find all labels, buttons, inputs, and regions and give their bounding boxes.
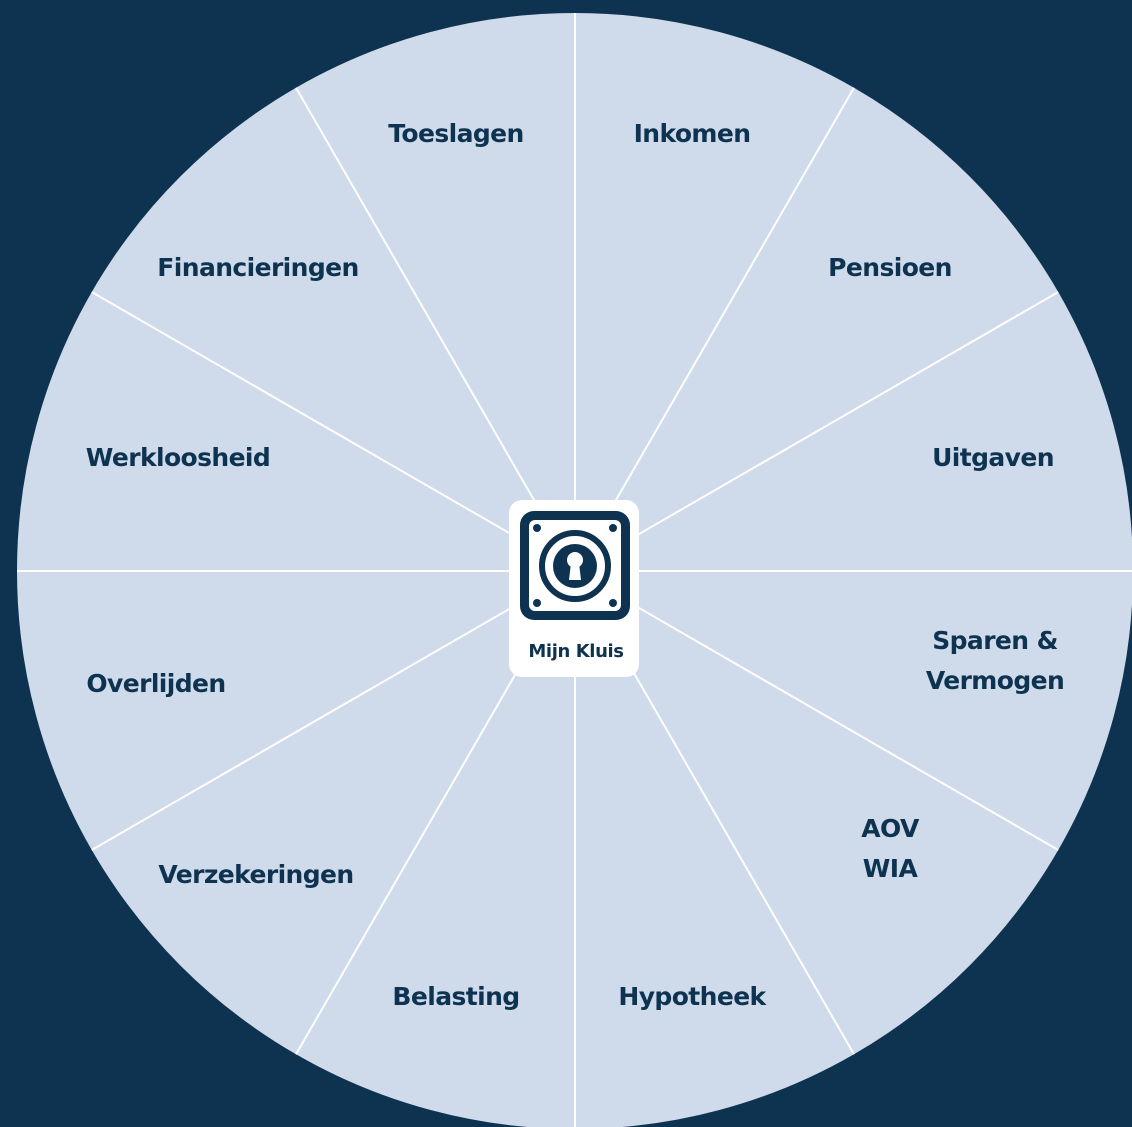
- center-hub-mijn-kluis[interactable]: Mijn Kluis: [509, 500, 639, 677]
- divider-line: [295, 87, 576, 572]
- segment-sparen-vermogen[interactable]: [575, 571, 1132, 850]
- segment-label-line: Hypotheek: [618, 982, 767, 1011]
- segment-toeslagen[interactable]: [296, 13, 575, 571]
- segment-label-line: Verzekeringen: [158, 860, 353, 889]
- segment-label-line: Uitgaven: [932, 443, 1054, 472]
- segment-label-line: Overlijden: [86, 669, 225, 698]
- segment-label-werkloosheid[interactable]: Werkloosheid: [86, 443, 271, 472]
- divider-line: [91, 291, 576, 572]
- segment-label-line: Inkomen: [634, 119, 751, 148]
- segment-label-line: AOV: [861, 814, 920, 843]
- segment-hypotheek[interactable]: [575, 571, 854, 1127]
- segment-label-hypotheek[interactable]: Hypotheek: [618, 982, 768, 1011]
- segment-label-belasting[interactable]: Belasting: [392, 982, 520, 1011]
- segment-label-sparen-vermogen[interactable]: Sparen & Vermogen: [926, 626, 1065, 695]
- segment-label-aov-wia[interactable]: AOV WIA: [861, 814, 920, 883]
- segments: [17, 13, 1132, 1127]
- segment-label-line: Financieringen: [157, 253, 358, 282]
- segment-label-line: Vermogen: [926, 666, 1064, 695]
- segment-label-financieringen[interactable]: Financieringen: [157, 253, 359, 282]
- segment-label-overlijden[interactable]: Overlijden: [86, 669, 226, 698]
- segment-label-toeslagen[interactable]: Toeslagen: [388, 119, 524, 148]
- segment-verzekeringen[interactable]: [91, 571, 575, 1055]
- segment-belasting[interactable]: [296, 571, 575, 1127]
- divider-line: [574, 87, 855, 572]
- segment-label-pensioen[interactable]: Pensioen: [828, 253, 952, 282]
- segment-label-verzekeringen[interactable]: Verzekeringen: [158, 860, 354, 889]
- divider-line: [574, 570, 1059, 851]
- segment-label-line: Belasting: [392, 982, 519, 1011]
- segment-financieringen[interactable]: [91, 87, 575, 571]
- segment-inkomen[interactable]: [575, 13, 854, 571]
- segment-label-uitgaven[interactable]: Uitgaven: [932, 443, 1054, 472]
- segment-aov-wia[interactable]: [575, 571, 1059, 1055]
- segment-overlijden[interactable]: [17, 571, 575, 850]
- segment-label-inkomen[interactable]: Inkomen: [634, 119, 751, 148]
- segment-label-line: Werkloosheid: [86, 443, 270, 472]
- segment-label-line: Toeslagen: [388, 119, 523, 148]
- segment-label-line: Pensioen: [828, 253, 952, 282]
- divider-line: [574, 291, 1059, 572]
- segment-pensioen[interactable]: [575, 87, 1059, 571]
- divider-line: [91, 570, 576, 851]
- segment-uitgaven[interactable]: [575, 292, 1132, 571]
- center-label: Mijn Kluis: [528, 641, 623, 662]
- segment-label-line: Sparen &: [932, 626, 1058, 655]
- segment-werkloosheid[interactable]: [17, 292, 575, 571]
- safe-vault-icon: [520, 511, 630, 620]
- segment-label-line: WIA: [863, 854, 919, 883]
